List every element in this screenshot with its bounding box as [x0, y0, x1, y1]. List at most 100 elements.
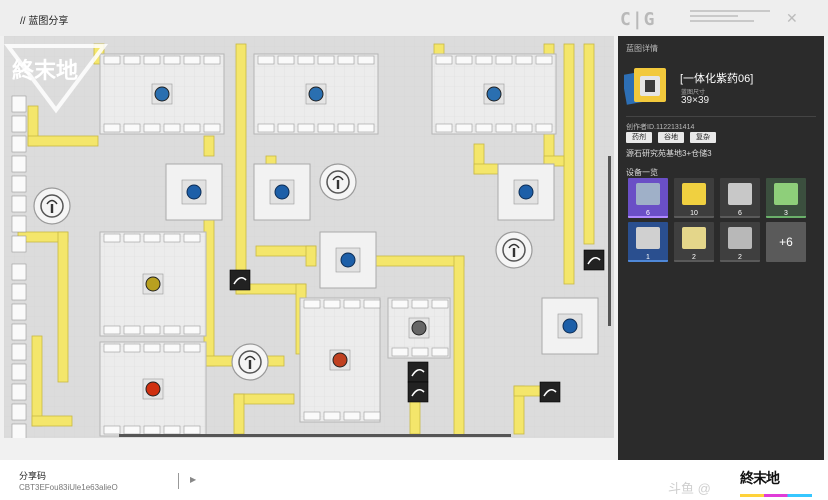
machine-core-icon [340, 252, 356, 268]
conveyor-segment [373, 255, 465, 267]
device-count: 1 [646, 254, 650, 261]
production-bay [253, 53, 379, 135]
size-value: 39×39 [681, 95, 710, 106]
machine-core-icon [154, 86, 170, 102]
device-count: 2 [738, 254, 742, 261]
belt-splitter-icon [407, 381, 429, 403]
production-bay [99, 341, 207, 437]
header-decoration-code: C|G [620, 9, 656, 30]
device-rarity-stripe [674, 260, 714, 262]
tag-complex[interactable]: 复杂 [690, 132, 716, 143]
production-bay [299, 297, 381, 423]
conveyor-segment [563, 43, 575, 285]
footer-bar: 分享码 CBT3EFou83iUle1e63alieO ▶ 斗鱼 @ 終末地 [0, 460, 828, 500]
production-bay [99, 53, 225, 135]
tag-valley[interactable]: 谷地 [658, 132, 684, 143]
blueprint-map[interactable] [4, 36, 614, 438]
device-count: 3 [784, 210, 788, 217]
device-card[interactable]: 2 [720, 222, 760, 262]
machine-core-icon [186, 184, 202, 200]
conveyor-segment [57, 231, 69, 383]
conveyor-segment [453, 255, 465, 437]
more-devices-button[interactable]: +6 [766, 222, 806, 262]
conveyor-segment [31, 415, 73, 427]
device-card[interactable]: 6 [628, 178, 668, 218]
author-id: 创作者ID.1122131414 [626, 124, 695, 131]
devices-title: 设备一览 [626, 168, 658, 177]
device-count: 6 [646, 210, 650, 217]
processing-unit [541, 297, 599, 355]
processing-unit [253, 163, 311, 221]
machine-core-icon [486, 86, 502, 102]
device-count: 6 [738, 210, 742, 217]
belt-splitter-icon [539, 381, 561, 403]
conveyor-segment [305, 245, 317, 267]
belt-splitter-icon [583, 249, 605, 271]
device-card[interactable]: 1 [628, 222, 668, 262]
base-location: 源石研究苑基地3+仓储3 [626, 149, 712, 158]
device-icon [682, 183, 706, 205]
play-arrow-icon[interactable]: ▶ [190, 475, 197, 484]
relay-tower-icon [33, 187, 71, 225]
device-count: 2 [692, 254, 696, 261]
machine-core-icon [145, 276, 161, 292]
footer-separator [178, 473, 179, 489]
production-bay [99, 231, 207, 337]
header-bar: // 蓝图分享 C|G ✕ [0, 0, 828, 36]
belt-splitter-icon [407, 361, 429, 383]
storage-column [11, 95, 27, 253]
horizontal-scrollbar[interactable] [119, 434, 511, 437]
device-rarity-stripe [628, 260, 668, 262]
conveyor-segment [233, 393, 245, 435]
device-icon [774, 183, 798, 205]
machine-core-icon [332, 352, 348, 368]
tag-medicine[interactable]: 药剂 [626, 132, 652, 143]
processing-unit [165, 163, 223, 221]
device-card[interactable]: 2 [674, 222, 714, 262]
relay-tower-icon [495, 231, 533, 269]
machine-core-icon [274, 184, 290, 200]
blueprint-detail-panel: 蓝图详情 [一体化紫药06] 蓝图尺寸 39×39 创作者ID.11221314… [618, 36, 824, 460]
conveyor-segment [203, 135, 215, 157]
machine-core-icon [411, 320, 427, 336]
device-rarity-stripe [674, 216, 714, 218]
device-rarity-stripe [766, 216, 806, 218]
device-card[interactable]: 3 [766, 178, 806, 218]
panel-divider [626, 116, 816, 117]
device-rarity-stripe [720, 260, 760, 262]
machine-core-icon [308, 86, 324, 102]
map-scrollbars[interactable] [119, 156, 611, 437]
conveyor-segment [513, 385, 545, 397]
blueprint-name: [一体化紫药06] [680, 73, 754, 85]
machine-core-icon [518, 184, 534, 200]
close-icon[interactable]: ✕ [786, 10, 798, 26]
device-icon [636, 183, 660, 205]
size-label: 蓝图尺寸 [681, 90, 706, 96]
device-card[interactable]: 10 [674, 178, 714, 218]
belt-splitter-icon [229, 269, 251, 291]
device-icon [728, 183, 752, 205]
brand-color-bar [740, 494, 812, 497]
processing-unit [319, 231, 377, 289]
conveyor-segment [583, 43, 595, 245]
header-decoration-lines [690, 10, 770, 26]
device-icon [682, 227, 706, 249]
device-card[interactable]: 6 [720, 178, 760, 218]
relay-tower-icon [319, 163, 357, 201]
vertical-scrollbar[interactable] [608, 156, 611, 326]
machine-core-icon [145, 381, 161, 397]
blueprint-icon [624, 68, 666, 105]
watermark-text: 斗鱼 @ [668, 481, 711, 496]
tag-list: 药剂 谷地 复杂 [626, 132, 716, 143]
processing-unit [497, 163, 555, 221]
storage-column [11, 263, 27, 438]
page-title: // 蓝图分享 [20, 16, 69, 27]
share-code-value[interactable]: CBT3EFou83iUle1e63alieO [19, 483, 118, 492]
brand-logo-text: 終末地 [740, 472, 780, 487]
panel-title: 蓝图详情 [626, 44, 658, 53]
logo-text: 終末地 [12, 58, 78, 83]
production-bay [387, 297, 451, 359]
conveyor-segment [27, 135, 99, 147]
game-logo: 終末地 [4, 44, 108, 114]
